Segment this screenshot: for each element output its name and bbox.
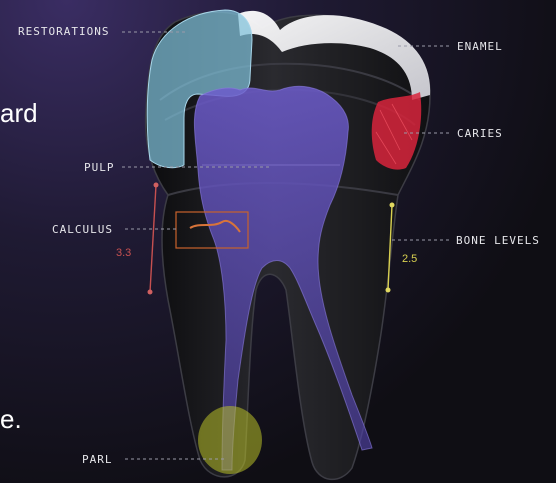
label-caries: CARIES	[457, 127, 503, 140]
label-calculus: CALCULUS	[52, 223, 113, 236]
parl-region	[198, 406, 262, 474]
label-bone-levels: BONE LEVELS	[456, 234, 540, 247]
partial-body-text: e.	[0, 404, 22, 435]
partial-heading-text: ard	[0, 98, 38, 129]
right-measurement-value: 2.5	[402, 253, 417, 265]
label-restorations: RESTORATIONS	[18, 25, 109, 38]
label-pulp: PULP	[84, 161, 115, 174]
left-measurement-value: 3.3	[116, 247, 131, 259]
label-enamel: ENAMEL	[457, 40, 503, 53]
label-parl: PARL	[82, 453, 113, 466]
left-measure-line	[150, 185, 156, 292]
